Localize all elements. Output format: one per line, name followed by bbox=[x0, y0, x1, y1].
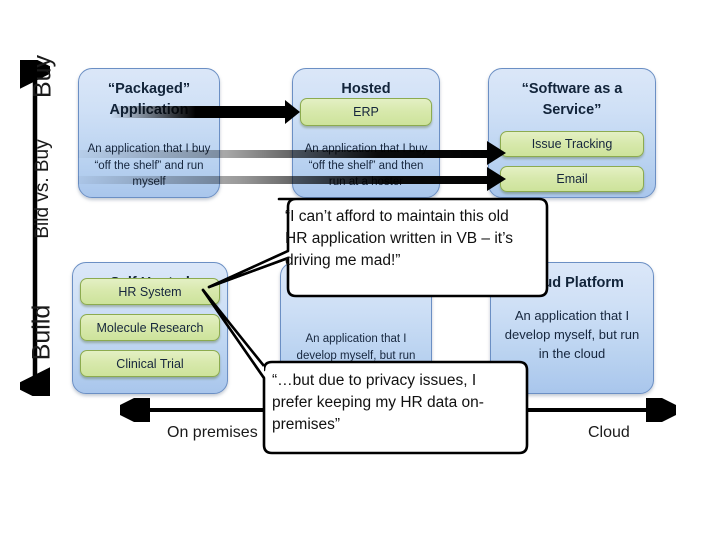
quadrant-description: An application that I buy “off the shelf… bbox=[304, 143, 428, 189]
app-pill-erp[interactable]: ERP bbox=[300, 98, 432, 126]
callout-hr-privacy-concern-text: “…but due to privacy issues, I prefer ke… bbox=[272, 372, 484, 433]
quadrant-packaged-application[interactable]: “Packaged” Application An application th… bbox=[78, 68, 220, 198]
app-pill-clinical-trial[interactable]: Clinical Trial bbox=[80, 350, 220, 377]
quadrant-description: An application that I develop myself, bu… bbox=[296, 333, 416, 362]
app-pill-issue-tracking[interactable]: Issue Tracking bbox=[500, 131, 644, 157]
app-pill-hr-system[interactable]: HR System bbox=[80, 278, 220, 305]
quadrant-title: “Packaged” Application bbox=[107, 81, 191, 119]
quadrant-description: An application that I buy “off the shelf… bbox=[87, 143, 211, 189]
axis-label-build: Build bbox=[27, 304, 56, 361]
axis-label-build-vs-buy: Bild vs. Buy bbox=[32, 139, 53, 239]
callout-hr-maintenance-complaint-text: “I can’t afford to maintain this old HR … bbox=[285, 208, 514, 269]
axis-label-on-premises: On premises bbox=[167, 424, 258, 441]
quadrant-title: Hosted bbox=[341, 81, 391, 97]
quadrant-hosted[interactable]: Hosted An application that I buy “off th… bbox=[292, 68, 440, 198]
app-pill-email[interactable]: Email bbox=[500, 166, 644, 192]
axis-label-buy: Buy bbox=[28, 54, 57, 99]
quadrant-title: “Software as a Service” bbox=[521, 81, 623, 119]
app-pill-molecule-research[interactable]: Molecule Research bbox=[80, 314, 220, 341]
axis-label-cloud: Cloud bbox=[588, 424, 630, 441]
quadrant-title: Cloud Platform bbox=[520, 275, 624, 291]
vertical-axis-arrow bbox=[20, 60, 50, 396]
quadrant-description: An application that I develop myself, bu… bbox=[504, 308, 640, 361]
